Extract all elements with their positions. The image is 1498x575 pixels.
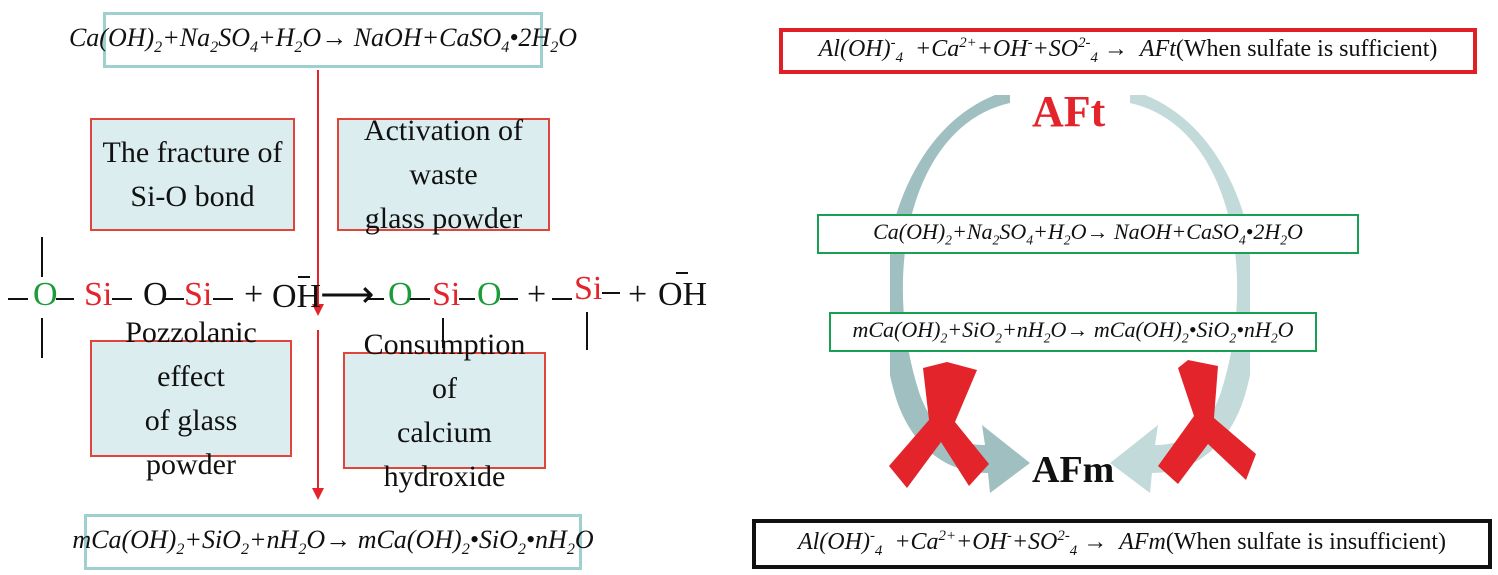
bottom-equation: mCa(OH)2+SiO2+nH2O→ mCa(OH)2•SiO2•nH2O bbox=[72, 514, 594, 570]
bond bbox=[164, 298, 184, 300]
bond bbox=[366, 298, 384, 300]
top-eq-text: Ca(OH)2+Na2SO4+H2O→ NaOH+CaSO4•2H2O bbox=[68, 22, 578, 57]
bottom-eq-text: mCa(OH)2+SiO2+nH2O→ mCa(OH)2•SiO2•nH2O bbox=[72, 524, 594, 559]
hydroxide-ion: OH bbox=[658, 276, 708, 313]
minus-bar bbox=[298, 276, 310, 278]
afm-eq-text: Al(OH)-4 +Ca2++OH-+SO2-4 → AFm(When sulf… bbox=[797, 528, 1447, 559]
upper-arrow-head bbox=[312, 304, 324, 316]
top-equation: Ca(OH)2+Na2SO4+H2O→ NaOH+CaSO4•2H2O bbox=[69, 12, 577, 68]
afm-equation: Al(OH)-4 +Ca2++OH-+SO2-4 → AFm(When sulf… bbox=[752, 519, 1492, 569]
lower-arrow-head bbox=[312, 488, 324, 500]
bond bbox=[112, 298, 132, 300]
atom-si4: Si bbox=[574, 270, 603, 307]
left-cross-icon bbox=[889, 362, 989, 488]
atom-si3: Si bbox=[432, 276, 461, 313]
plus-sign: + bbox=[244, 276, 264, 313]
bond bbox=[410, 298, 430, 300]
aft-eq-text: Al(OH)-4 +Ca2++OH-+SO2-4 → AFt(When sulf… bbox=[818, 35, 1438, 66]
left-cycle-arrow bbox=[890, 95, 1030, 493]
bond bbox=[602, 292, 620, 294]
bond bbox=[213, 298, 233, 300]
right-cross-icon bbox=[1158, 360, 1256, 484]
bond bbox=[41, 237, 43, 277]
atom-si2: Si bbox=[184, 276, 213, 313]
cycle-arrows bbox=[890, 95, 1250, 493]
mid-eq1-text: Ca(OH)2+Na2SO4+H2O→ NaOH+CaSO4•2H2O bbox=[873, 219, 1303, 248]
afm-label: AFm bbox=[1032, 449, 1115, 491]
plus-sign: + bbox=[628, 276, 648, 313]
hydroxide-ion: OH bbox=[272, 278, 322, 315]
bond bbox=[8, 298, 28, 300]
atom-o1: O bbox=[33, 276, 58, 313]
flow-arrows bbox=[312, 70, 324, 500]
aft-equation: Al(OH)-4 +Ca2++OH-+SO2-4 → AFt(When sulf… bbox=[779, 28, 1477, 74]
bond bbox=[586, 312, 588, 350]
aft-label: AFt bbox=[1032, 87, 1106, 136]
bond bbox=[552, 298, 572, 300]
bond bbox=[442, 318, 444, 348]
bond bbox=[41, 318, 43, 358]
right-cycle-arrow bbox=[1110, 95, 1250, 493]
bond bbox=[459, 298, 475, 300]
reaction-arrow: ⟶ bbox=[320, 274, 375, 316]
mid-eq2-text: mCa(OH)2+SiO2+nH2O→ mCa(OH)2•SiO2•nH2O bbox=[852, 317, 1294, 346]
bond bbox=[56, 298, 74, 300]
plus-sign: + bbox=[527, 276, 547, 313]
atom-o3: O bbox=[477, 276, 502, 313]
atom-si1: Si bbox=[84, 276, 113, 313]
bond bbox=[500, 298, 518, 300]
mid-equation-1: Ca(OH)2+Na2SO4+H2O→ NaOH+CaSO4•2H2O bbox=[817, 214, 1359, 254]
mid-equation-2: mCa(OH)2+SiO2+nH2O→ mCa(OH)2•SiO2•nH2O bbox=[829, 312, 1317, 352]
minus-bar bbox=[676, 272, 688, 274]
atom-o2: O bbox=[388, 276, 413, 313]
atom-o-mid: O bbox=[143, 276, 168, 313]
